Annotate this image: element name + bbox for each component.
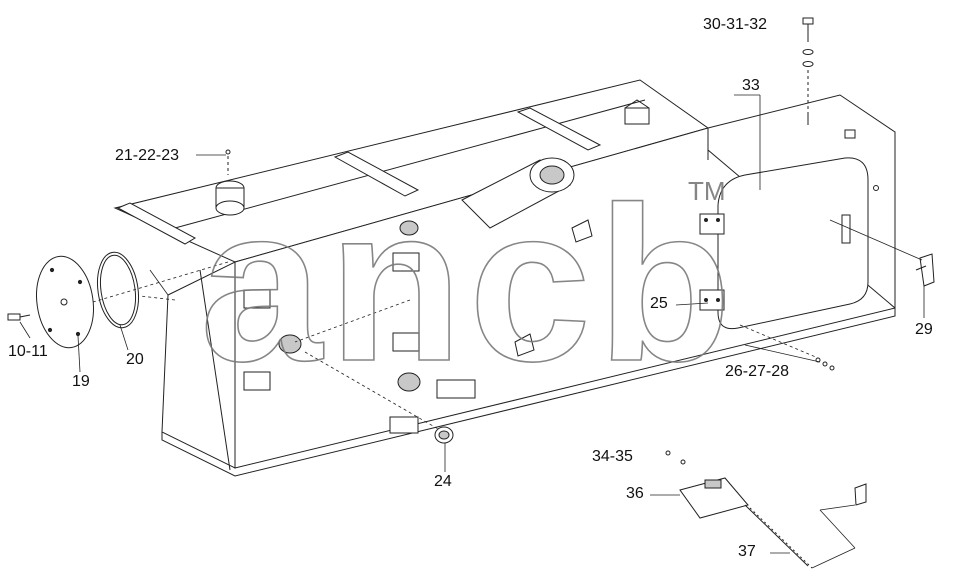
callout-25: 25: [650, 295, 668, 312]
callout-34-35: 34-35: [592, 448, 633, 465]
gasket: [97, 251, 139, 329]
round-cover: [36, 255, 94, 349]
callout-30-31-32: 30-31-32: [703, 16, 768, 33]
strap: [516, 107, 602, 151]
callout-29: 29: [915, 321, 933, 338]
callout-21-22-23: 21-22-23: [115, 147, 180, 164]
callout-24: 24: [434, 473, 452, 490]
tank-end-face: [161, 261, 236, 469]
watermark-text: ancb: [200, 161, 737, 407]
watermark-trademark: TM: [688, 176, 726, 206]
leader-lines: [19, 94, 925, 569]
sensor-tab: [854, 483, 867, 506]
callout-10-11: 10-11: [8, 343, 48, 360]
breather: [624, 99, 856, 139]
front-brackets: [243, 219, 593, 434]
watermark: ancb TM: [199, 160, 737, 408]
level-gauge: [665, 450, 813, 569]
hinges: [699, 213, 725, 311]
bolt-stack: [802, 17, 814, 125]
filler-cap: [461, 157, 575, 229]
callout-26-27-28: 26-27-28: [725, 363, 790, 380]
callout-36: 36: [626, 485, 644, 502]
sight-ports: [278, 220, 421, 392]
plug: [434, 426, 454, 444]
small-screws: [815, 357, 835, 371]
filler-neck: [215, 180, 245, 216]
callout-33: 33: [742, 77, 760, 94]
fasteners: [225, 149, 231, 175]
callout-19: 19: [72, 373, 90, 390]
latch: [915, 253, 935, 287]
callout-37: 37: [738, 543, 756, 560]
bolt: [7, 313, 31, 321]
mounting-straps: [116, 107, 602, 245]
access-cover: [717, 157, 879, 330]
callout-20: 20: [126, 351, 144, 368]
strap: [333, 151, 420, 197]
strap: [116, 202, 197, 245]
